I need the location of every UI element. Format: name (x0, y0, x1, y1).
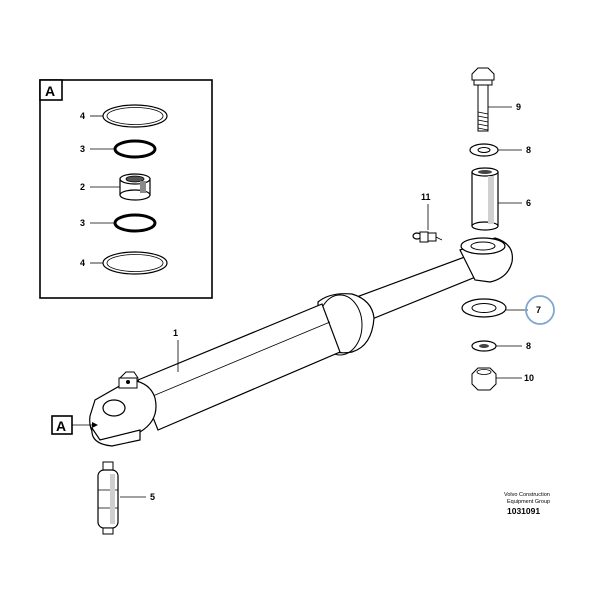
o-ring-bottom (102, 251, 168, 275)
washer-top (469, 143, 499, 157)
credit-line-2: Equipment Group (507, 499, 550, 505)
credit-line-1: Volvo Construction (504, 492, 550, 498)
hydraulic-cylinder (89, 237, 513, 447)
callout-number: 11 (421, 192, 431, 202)
callout-number: 7 (536, 305, 541, 315)
highlight-ring (525, 295, 555, 325)
spherical-bearing (119, 173, 151, 201)
detail-item-number: 3 (80, 218, 85, 228)
callout-number: 5 (150, 492, 155, 502)
credit-block: Volvo Construction Equipment Group 10310… (504, 492, 550, 516)
washer-bottom (471, 340, 497, 352)
washer-highlighted (461, 298, 507, 318)
detail-box-label: A (45, 83, 55, 99)
grease-nipple (412, 231, 443, 243)
bushing-lower (97, 461, 119, 535)
detail-item-number: 2 (80, 182, 85, 192)
view-marker-label: A (56, 418, 66, 434)
bushing-upper (471, 167, 499, 231)
callout-number: 9 (516, 102, 521, 112)
nut (471, 367, 497, 391)
callout-number: 8 (526, 145, 531, 155)
callout-number: 10 (524, 373, 534, 383)
detail-item-number: 4 (80, 258, 85, 268)
bolt (471, 67, 495, 132)
callouts: 1 5 6 7 8 8 9 10 11 (120, 102, 555, 502)
detail-item-number: 3 (80, 144, 85, 154)
callout-number: 8 (526, 341, 531, 351)
detail-item-number: 4 (80, 111, 85, 121)
detail-box-a: A 4 3 (39, 79, 213, 299)
detail-box-label-frame (39, 79, 63, 101)
callout-number: 1 (173, 328, 178, 338)
document-number: 1031091 (507, 506, 540, 516)
o-ring-top (102, 104, 168, 128)
view-marker-a: A (51, 415, 98, 435)
callout-number: 6 (526, 198, 531, 208)
